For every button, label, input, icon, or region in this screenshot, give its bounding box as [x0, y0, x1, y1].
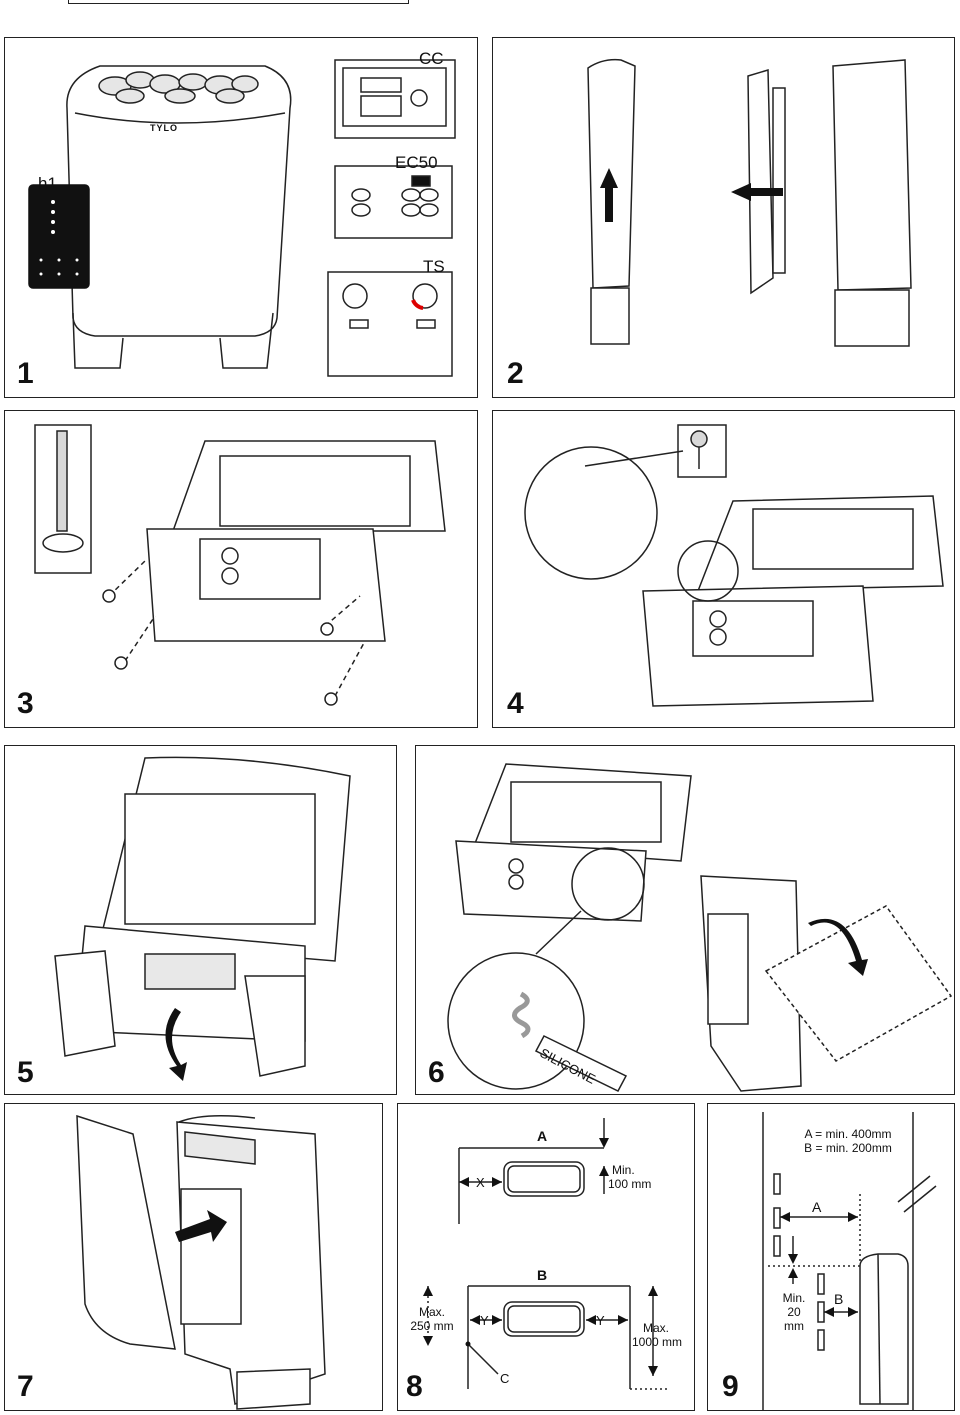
dim-x-label: X: [476, 1175, 485, 1190]
min-value-mm: mm: [784, 1319, 804, 1333]
panel-number: 5: [17, 1056, 34, 1089]
dim-y-left-label: Y: [480, 1313, 489, 1328]
wall-distance-diagram: [762, 1112, 937, 1410]
panel-number: 1: [17, 357, 34, 390]
dim-a-label: A: [812, 1199, 822, 1215]
heater-with-controls-illustration: [28, 59, 456, 377]
max-1000-value: 1000 mm: [631, 1335, 683, 1349]
side-panel-removal-illustration: [587, 58, 912, 347]
screw-fastening-illustration: [524, 424, 944, 707]
ec50-label: EC50: [395, 153, 438, 172]
leg-mounting-illustration: [34, 424, 446, 706]
panel-1: CC EC50 TS h1 TYLO 1: [4, 37, 478, 398]
panel-number: 2: [507, 357, 524, 390]
ventilation-distance-diagram: [423, 1118, 668, 1390]
h1-label: h1: [38, 174, 57, 193]
panel-3: 3: [4, 410, 478, 728]
min-label: Min.: [782, 1291, 806, 1305]
cc-label: CC: [419, 49, 444, 68]
cover-mounting-illustration: [76, 1114, 326, 1410]
max-250-label: Max.: [418, 1305, 445, 1319]
ts-label: TS: [423, 257, 445, 276]
top-frame: [68, 0, 409, 4]
dim-b-label: B: [834, 1291, 844, 1307]
brand-logo: TYLO: [150, 123, 178, 133]
panel-6: SILICONE 6: [415, 745, 955, 1095]
dim-a-label: A: [537, 1128, 548, 1144]
panel-9: A = min. 400mm B = min. 200mm A B Min. 2…: [707, 1103, 955, 1411]
panel-8: A X Min. 100 mm B Max. 250 mm Y Y Max. 1…: [397, 1103, 695, 1411]
panel-5: 5: [4, 745, 397, 1095]
rule-b-text: B = min. 200mm: [804, 1141, 892, 1155]
panel-2: 2: [492, 37, 955, 398]
panel-number: 9: [722, 1370, 739, 1403]
panel-number: 6: [428, 1056, 445, 1089]
dim-b-label: B: [537, 1267, 548, 1283]
panel-number: 7: [17, 1370, 34, 1403]
panel-4: 4: [492, 410, 955, 728]
c-label: C: [500, 1371, 510, 1386]
dim-y-right-label: Y: [596, 1313, 605, 1328]
panel-number: 3: [17, 687, 34, 720]
max-1000-label: Max.: [642, 1321, 669, 1335]
max-250-value: 250 mm: [410, 1319, 454, 1333]
panel-7: 7: [4, 1103, 383, 1411]
min-value: 100 mm: [608, 1177, 652, 1191]
rule-a-text: A = min. 400mm: [804, 1127, 892, 1141]
panel-number: 4: [507, 687, 524, 720]
min-label: Min.: [612, 1163, 635, 1177]
silicone-sealing-illustration: [447, 763, 953, 1092]
terminal-block-illustration: [54, 756, 351, 1081]
min-value-20: 20: [787, 1305, 801, 1319]
panel-number: 8: [406, 1370, 423, 1403]
